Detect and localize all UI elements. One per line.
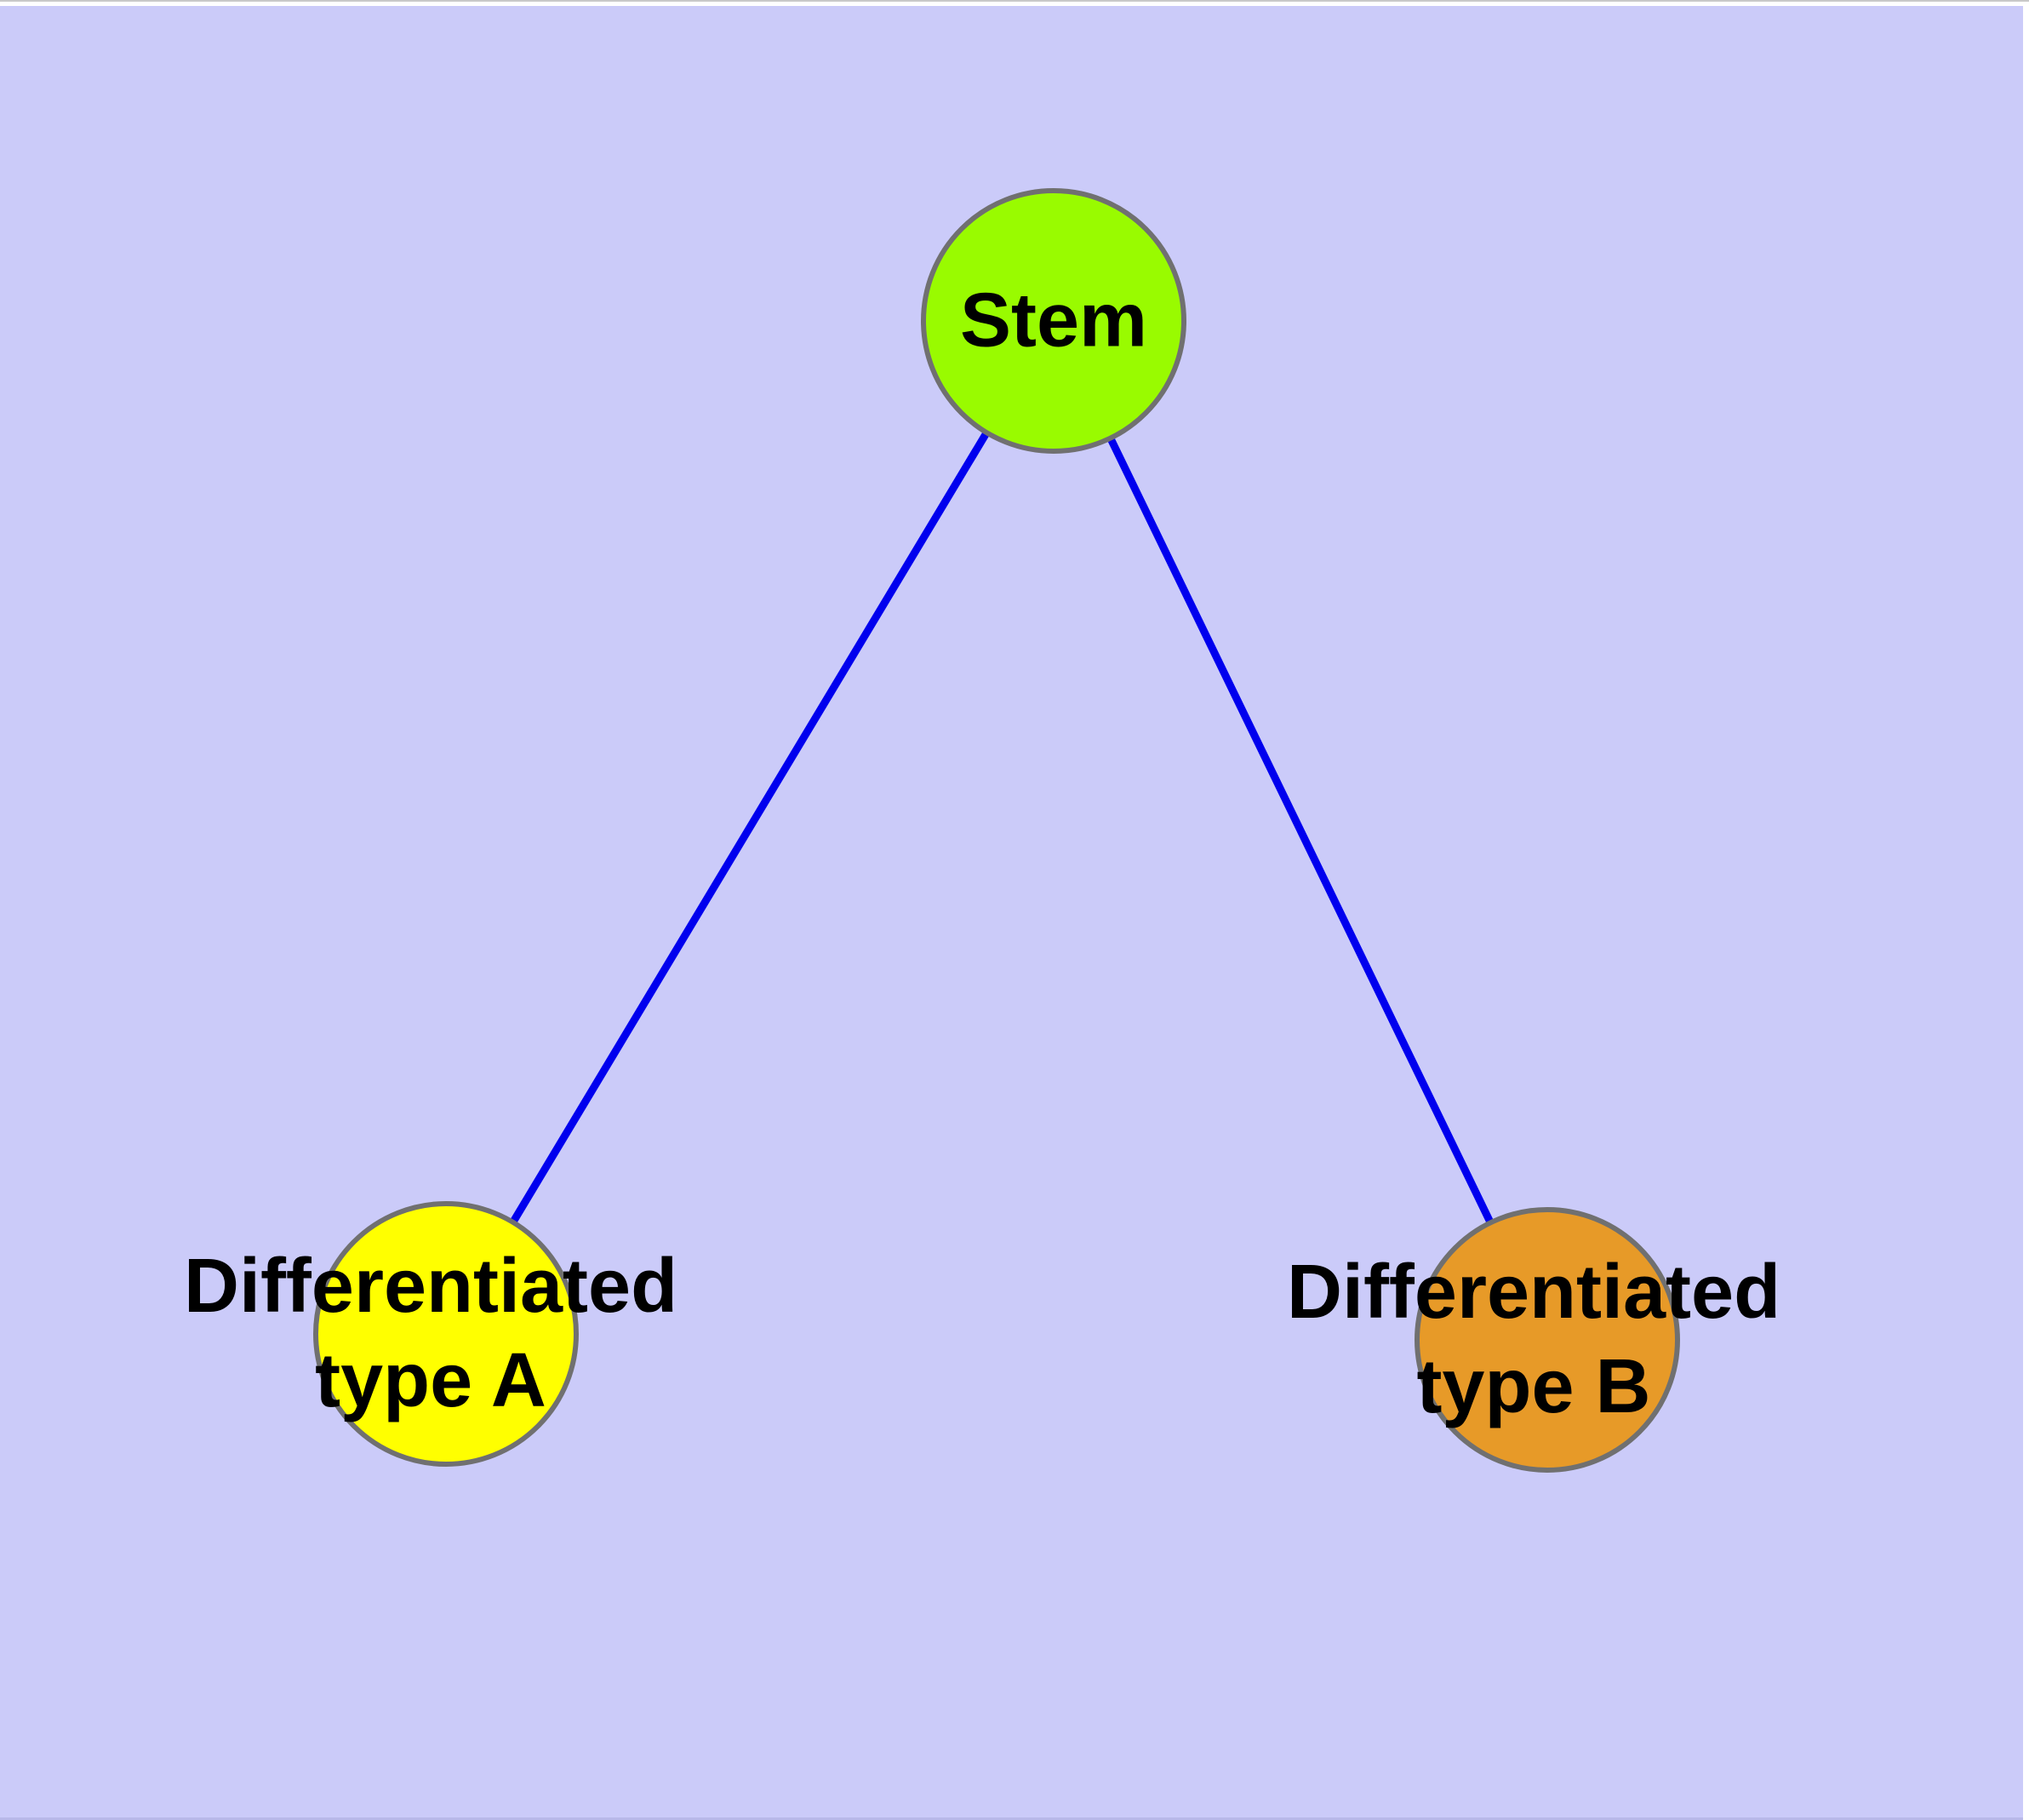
label-line: Differentiated: [183, 1244, 678, 1329]
label-line: type B: [1416, 1344, 1651, 1429]
node-differentiated-type-b: [1415, 1207, 1680, 1473]
label-differentiated-type-a: Differentiated type A: [184, 1239, 677, 1428]
label-line: type A: [315, 1338, 546, 1423]
node-stem: [921, 188, 1186, 454]
label-differentiated-type-b: Differentiated type B: [1287, 1245, 1780, 1434]
edge-stem-to-type-b: [1049, 319, 1552, 1342]
top-hairline: [0, 0, 2029, 2]
label-line: Differentiated: [1286, 1250, 1781, 1335]
edge-stem-to-type-a: [443, 318, 1057, 1336]
label-line: Stem: [959, 278, 1148, 363]
label-stem: Stem: [960, 274, 1147, 369]
node-differentiated-type-a: [313, 1201, 579, 1467]
